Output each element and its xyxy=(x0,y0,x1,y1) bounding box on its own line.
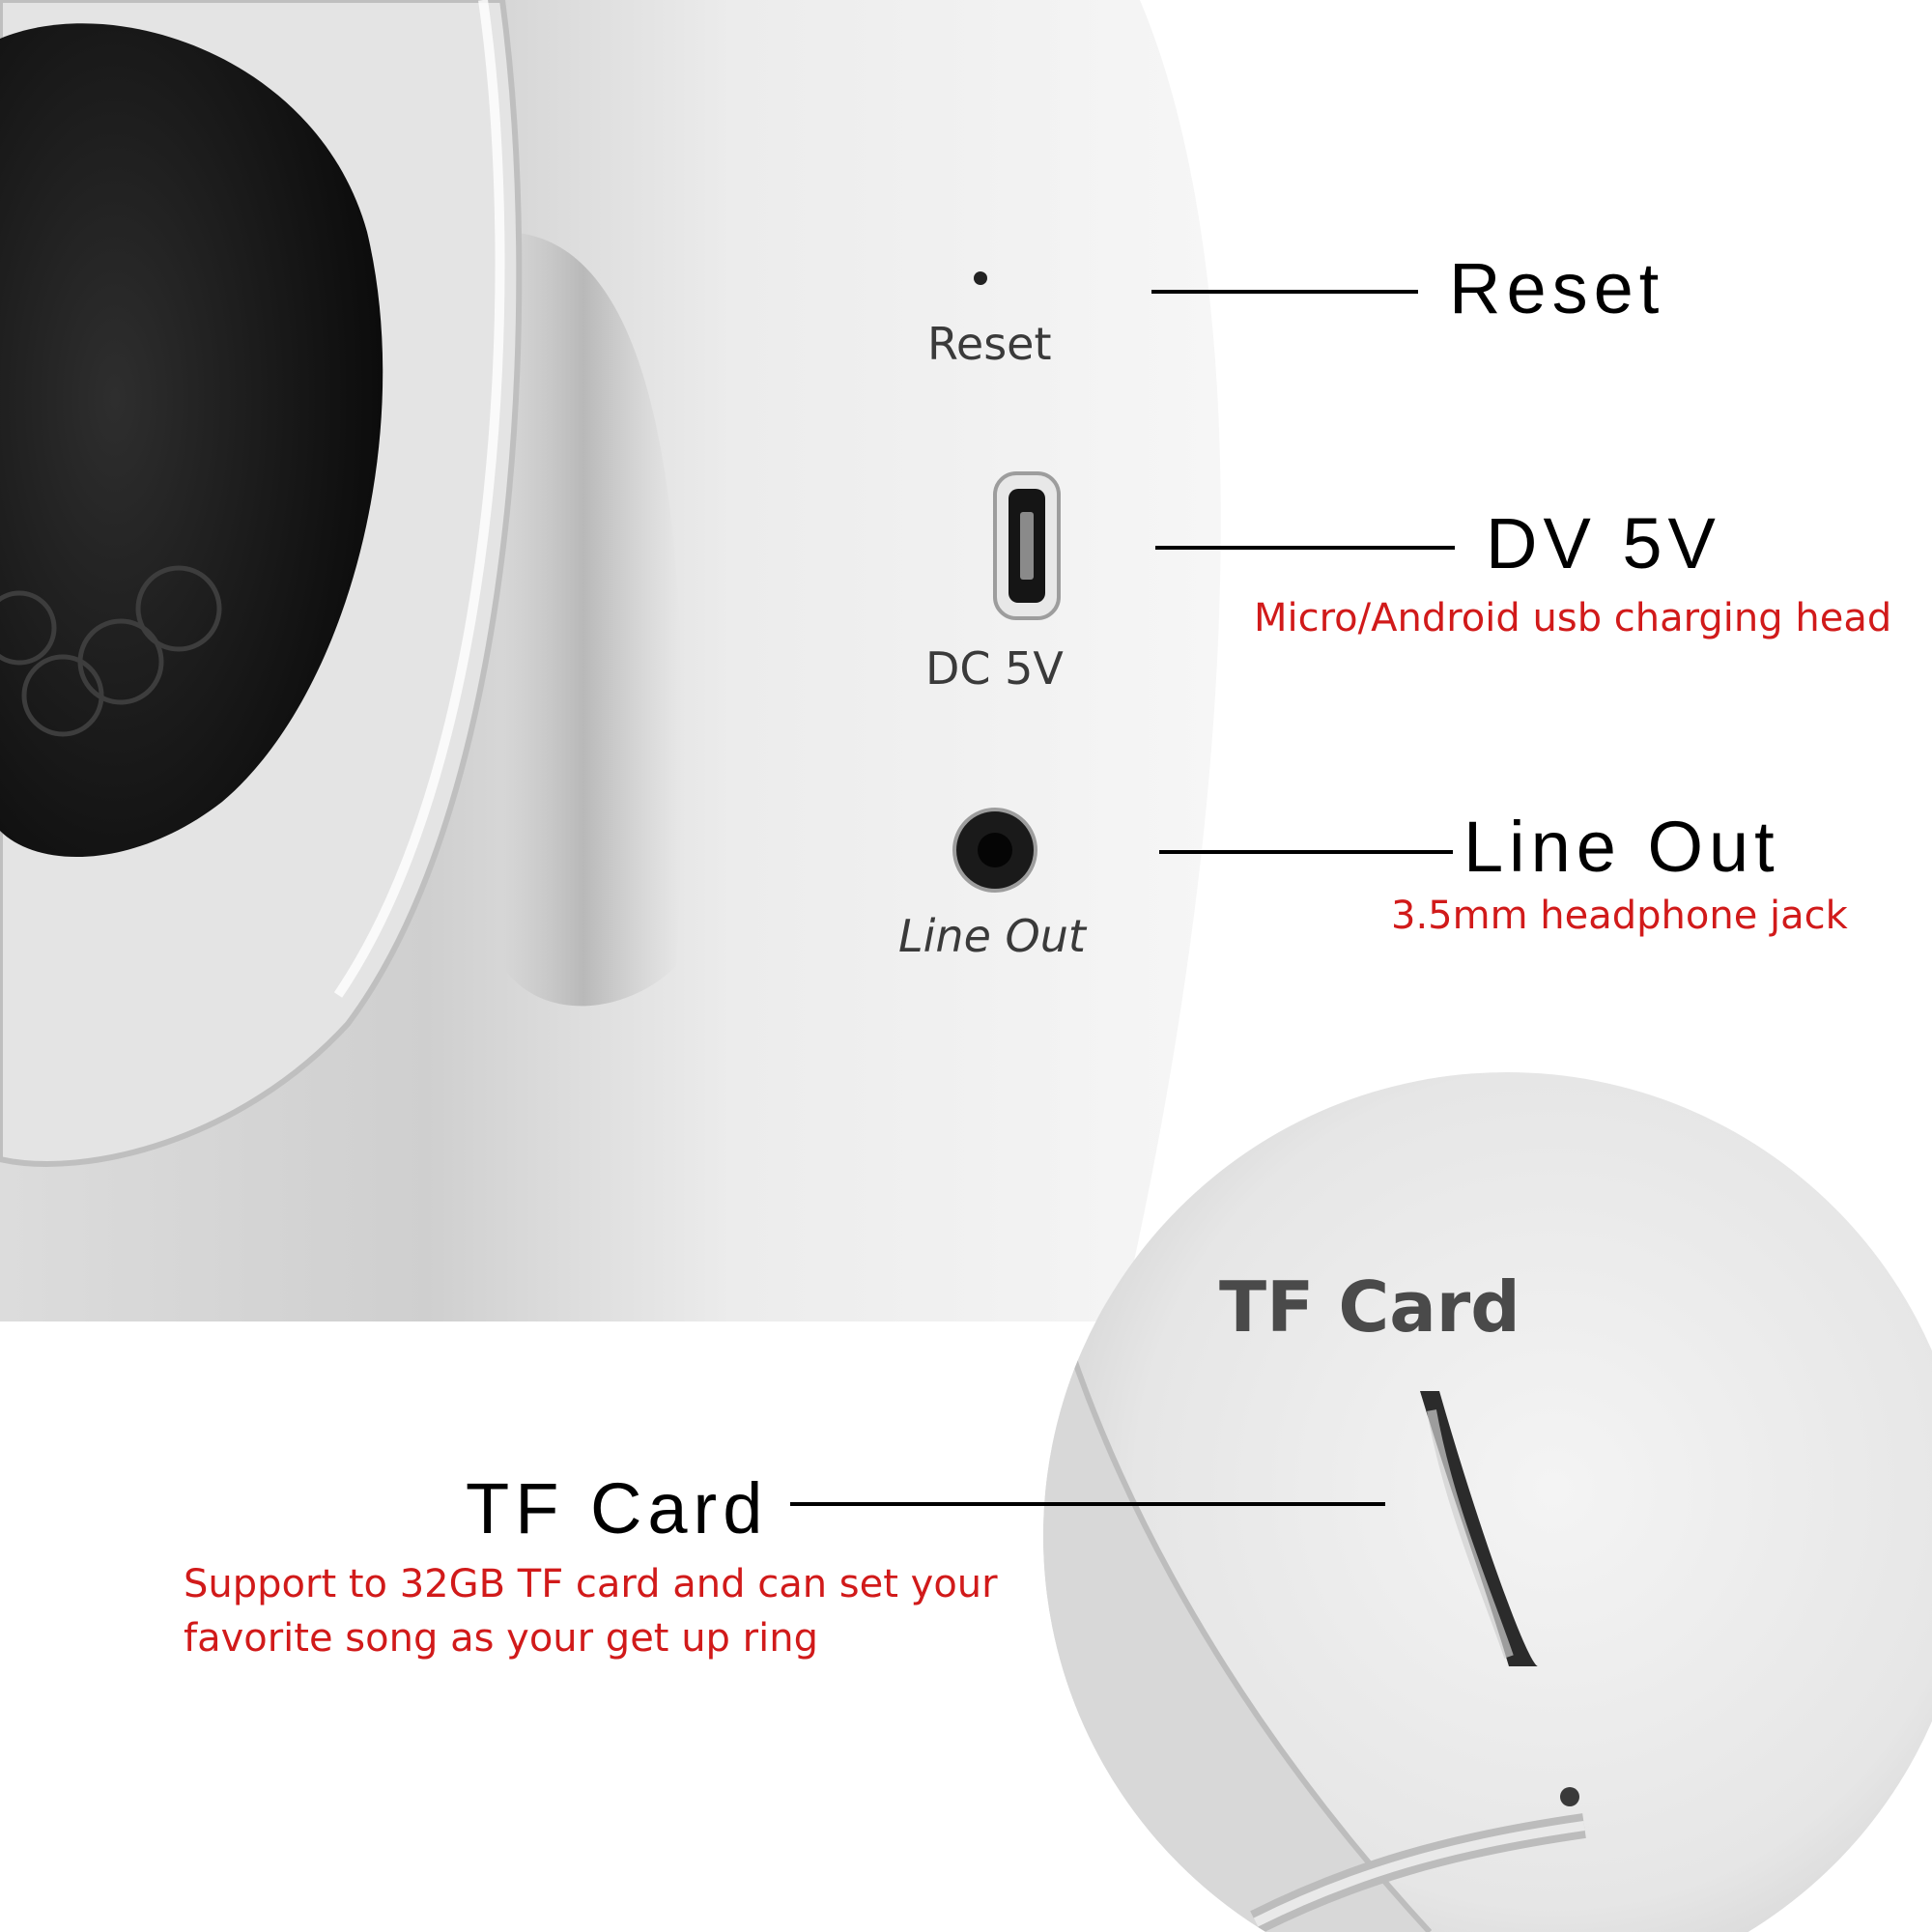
tf-card-callout-description-line-1: Support to 32GB TF card and can set your xyxy=(184,1562,998,1606)
reset-callout-title: Reset xyxy=(1449,248,1665,328)
line-out-callout-description: 3.5mm headphone jack xyxy=(1391,894,1848,938)
device-label-line-out: Line Out xyxy=(898,910,1088,962)
line-out-callout-title: Line Out xyxy=(1463,807,1780,887)
dv5v-callout-description: Micro/Android usb charging head xyxy=(1254,596,1892,640)
tf-card-callout-description-line-2: favorite song as your get up ring xyxy=(184,1616,818,1661)
device-label-tf-card: TF Card xyxy=(1219,1266,1520,1348)
dv5v-leader-line xyxy=(1155,546,1455,550)
device-label-dc5v: DC 5V xyxy=(925,642,1064,695)
device-label-reset: Reset xyxy=(927,318,1052,370)
tf-card-leader-line xyxy=(790,1502,1385,1506)
display-panel xyxy=(0,23,384,858)
tf-card-zoom: TF Card xyxy=(1043,1072,1932,1932)
line-out-leader-line xyxy=(1159,850,1453,854)
tf-card-slot xyxy=(1420,1391,1538,1666)
tf-card-callout-title: TF Card xyxy=(466,1468,769,1548)
reset-leader-line xyxy=(1151,290,1418,294)
dv5v-callout-title: DV 5V xyxy=(1486,503,1721,583)
reset-pinhole xyxy=(974,271,987,285)
